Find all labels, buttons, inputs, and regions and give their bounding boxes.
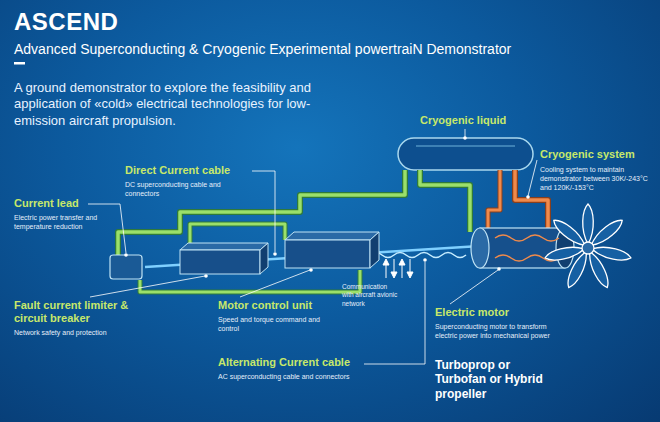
- part-heading: Direct Current cable: [125, 164, 255, 177]
- avionic-arrows: [383, 259, 413, 278]
- part-heading: Motor control unit: [218, 299, 338, 312]
- part-description: Cooling system to maintain demonstrator …: [540, 165, 652, 192]
- part-description: Network safety and protection: [14, 328, 144, 337]
- description: A ground demonstrator to explore the fea…: [14, 80, 359, 129]
- part-heading: Cryogenic system: [540, 148, 655, 161]
- cryogenic-tank: [398, 138, 533, 170]
- part-description: Superconducting motor to transform elect…: [435, 322, 555, 340]
- part-description: Speed and torque command and control: [218, 315, 333, 333]
- title: ASCEND: [14, 8, 118, 37]
- part-heading: Cryogenic liquid: [420, 114, 540, 127]
- subtitle: Advanced Superconducting & Cryogenic Exp…: [14, 41, 511, 58]
- motor-winding: [495, 235, 559, 241]
- limiter-top: [180, 243, 268, 250]
- return-pipes: [488, 170, 548, 228]
- propeller-blade: [585, 249, 612, 290]
- note: Communication with aircraft avionic netw…: [342, 283, 400, 308]
- limiter-side: [260, 243, 268, 274]
- ac-cable: [370, 253, 466, 258]
- propeller: [544, 204, 632, 290]
- part-heading: Electric motor: [435, 306, 555, 319]
- underline-mark: [14, 62, 25, 65]
- motor-end: [471, 228, 489, 268]
- propeller-hub: [582, 242, 594, 254]
- part-heading: Fault current limiter & circuit breaker: [14, 299, 144, 325]
- cryogenic-pipes: [118, 170, 470, 292]
- electric-motor: [480, 228, 565, 268]
- mcu-side: [370, 232, 379, 268]
- current-lead: [110, 255, 142, 279]
- part-heading: Current lead: [14, 197, 104, 210]
- motor-control-unit: [285, 240, 370, 268]
- part-description: Electric power transfer and temperature …: [14, 213, 109, 231]
- leader-dots: [124, 136, 530, 278]
- propulsor-options: Turboprop or Turbofan or Hybrid propelle…: [435, 358, 547, 401]
- part-description: DC superconducting cable and connectors: [125, 180, 255, 198]
- propeller-blade: [544, 244, 585, 263]
- propeller-blade: [583, 204, 594, 244]
- tank-highlight: [416, 146, 515, 147]
- mcu-top: [285, 232, 379, 240]
- fault-current-limiter: [180, 250, 260, 274]
- part-heading: Alternating Current cable: [218, 356, 368, 369]
- part-description: AC superconducting cable and connectors: [218, 372, 358, 381]
